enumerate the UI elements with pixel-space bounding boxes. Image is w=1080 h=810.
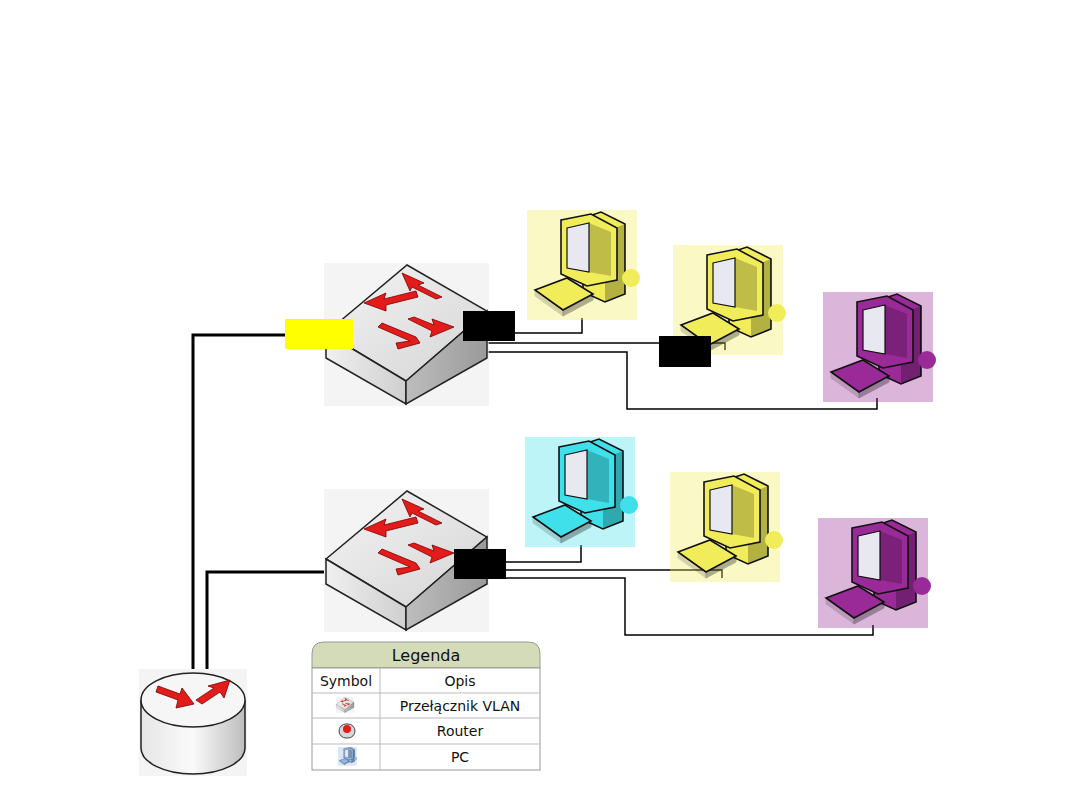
illustration-part xyxy=(312,668,540,770)
illustration-part xyxy=(312,744,540,745)
pc-yellow xyxy=(527,210,640,320)
illustration-part xyxy=(156,680,230,708)
table-header: Symbol xyxy=(320,673,372,689)
illustration-part xyxy=(141,673,245,727)
illustration-part xyxy=(500,545,581,562)
illustration-part xyxy=(336,697,354,713)
illustration-part xyxy=(196,680,230,704)
router xyxy=(139,669,247,776)
pc-yellow xyxy=(670,472,783,582)
port-tag xyxy=(659,336,711,367)
legend-entry: Router xyxy=(437,723,483,739)
table-header: Opis xyxy=(444,673,475,689)
illustration-part xyxy=(338,747,357,766)
illustration-part xyxy=(380,668,381,770)
legend-title: Legenda xyxy=(392,647,461,665)
legend-entry: PC xyxy=(451,749,469,765)
illustration-part xyxy=(156,686,194,708)
illustration-part xyxy=(339,724,355,738)
illustration-part xyxy=(312,718,540,719)
router-icon xyxy=(339,724,355,738)
illustration-part xyxy=(312,642,540,668)
illustration-part xyxy=(312,693,540,694)
illustration-part xyxy=(343,725,351,733)
illustration-part xyxy=(312,668,540,770)
port-tag xyxy=(463,311,515,341)
illustration-part xyxy=(336,697,354,713)
wires xyxy=(193,318,877,669)
port-tag xyxy=(454,549,506,579)
illustration-part xyxy=(500,578,873,635)
pc-cyan xyxy=(525,437,638,547)
vlan-tag xyxy=(285,319,353,349)
illustration-part xyxy=(139,669,247,776)
legend-entry: Przełącznik VLAN xyxy=(400,698,521,714)
illustration-part xyxy=(338,747,357,766)
pc-purple xyxy=(823,292,936,402)
pc-purple xyxy=(818,518,931,628)
illustration-part xyxy=(207,572,324,669)
legend-table xyxy=(312,642,540,770)
